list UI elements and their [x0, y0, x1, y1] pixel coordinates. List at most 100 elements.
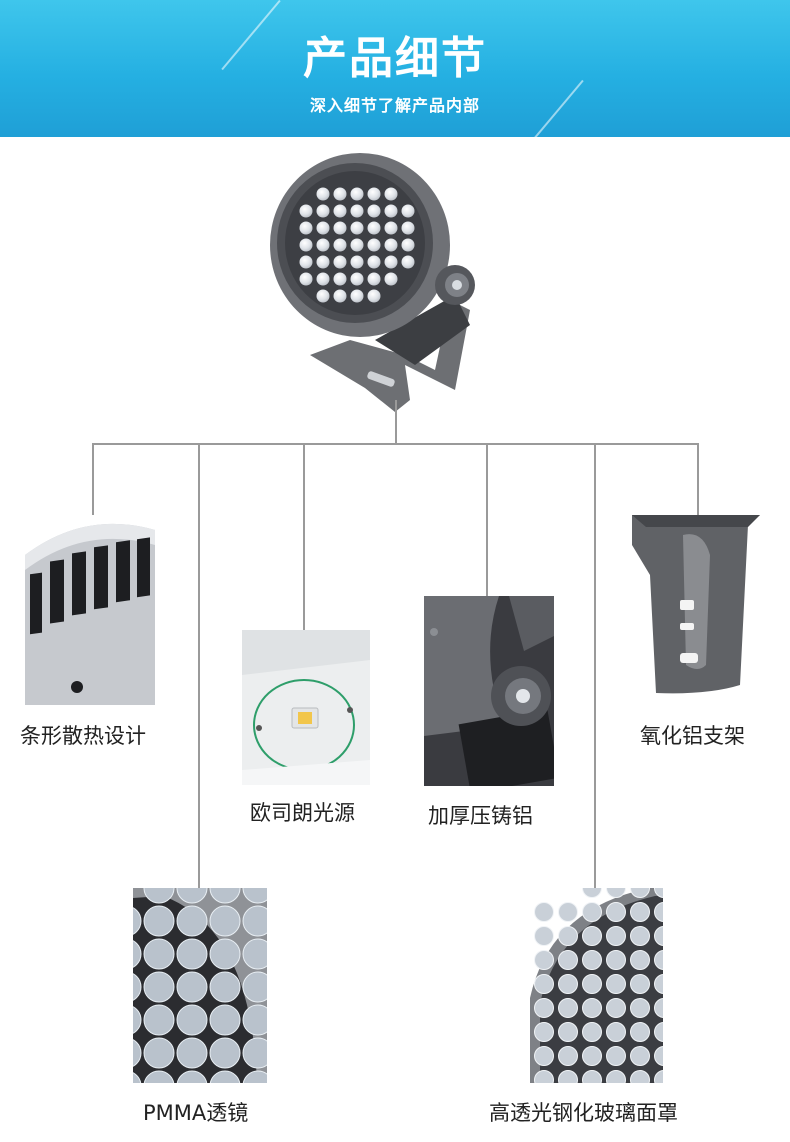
led-dot — [401, 255, 415, 269]
led-dot — [316, 238, 330, 252]
led-dot — [367, 255, 381, 269]
led-dot — [209, 905, 241, 937]
detail-label-die-cast-aluminum: 加厚压铸铝 — [428, 804, 533, 828]
led-dot — [606, 1046, 626, 1066]
connector-line — [92, 443, 699, 445]
led-dot — [133, 907, 142, 935]
led-dot — [242, 971, 267, 1003]
led-dot — [654, 926, 663, 946]
led-dot — [384, 204, 398, 218]
led-dot — [606, 950, 626, 970]
led-dot — [534, 1046, 554, 1066]
led-dot — [630, 926, 650, 946]
led-dot — [606, 998, 626, 1018]
led-dot — [143, 905, 175, 937]
led-dot — [558, 1046, 578, 1066]
led-dot — [367, 221, 381, 235]
led-dot — [582, 950, 602, 970]
led-dot — [242, 1004, 267, 1036]
led-dot — [176, 1004, 208, 1036]
led-dot — [333, 238, 347, 252]
led-dot — [143, 971, 175, 1003]
led-dot — [133, 1006, 142, 1034]
light-source-image — [242, 630, 370, 785]
led-dot — [367, 289, 381, 303]
led-dot — [558, 998, 578, 1018]
led-dot — [367, 272, 381, 286]
led-dot — [176, 905, 208, 937]
led-dot — [384, 221, 398, 235]
led-dot — [242, 905, 267, 937]
led-dot — [558, 1070, 578, 1083]
pmma-lens-image — [133, 888, 267, 1083]
led-dot — [176, 938, 208, 970]
led-dot — [350, 255, 364, 269]
led-dot — [350, 289, 364, 303]
led-dot — [299, 272, 313, 286]
led-dot — [209, 888, 241, 904]
led-dot — [582, 888, 602, 898]
led-dot — [654, 888, 663, 898]
led-dot — [582, 902, 602, 922]
led-dot — [630, 1022, 650, 1042]
led-dot — [582, 926, 602, 946]
led-dot — [384, 238, 398, 252]
led-dot — [384, 187, 398, 201]
led-dot — [176, 888, 208, 904]
led-dot — [630, 902, 650, 922]
header-banner: 产品细节 深入细节了解产品内部 — [0, 0, 790, 137]
led-dot — [316, 204, 330, 218]
led-dot — [350, 221, 364, 235]
connector-line — [697, 443, 699, 515]
connector-line — [198, 443, 200, 888]
led-dot — [534, 926, 554, 946]
led-dot — [654, 1070, 663, 1083]
led-dot — [367, 238, 381, 252]
led-dot — [582, 1022, 602, 1042]
led-dot — [654, 1046, 663, 1066]
led-dot — [316, 221, 330, 235]
led-dot — [316, 272, 330, 286]
led-dot — [654, 974, 663, 994]
led-dot — [133, 1039, 142, 1067]
led-dot — [558, 974, 578, 994]
led-dot — [558, 902, 578, 922]
led-dot — [133, 1072, 142, 1083]
led-dot — [654, 1022, 663, 1042]
detail-label-heat-fin: 条形散热设计 — [20, 724, 146, 748]
led-dot — [582, 1070, 602, 1083]
led-dot — [582, 1046, 602, 1066]
led-dot — [654, 950, 663, 970]
heat-fin-image — [25, 515, 155, 705]
led-dot — [558, 926, 578, 946]
led-dot — [209, 938, 241, 970]
detail-label-glass-cover: 高透光钢化玻璃面罩 — [489, 1101, 678, 1125]
led-dot — [558, 1022, 578, 1042]
led-dot — [133, 973, 142, 1001]
led-dot — [242, 1070, 267, 1083]
led-dot — [143, 1070, 175, 1083]
led-dot — [606, 888, 626, 898]
led-dot — [367, 187, 381, 201]
connector-line — [486, 443, 488, 596]
led-dot — [630, 950, 650, 970]
led-dot — [176, 1070, 208, 1083]
led-dot — [582, 974, 602, 994]
led-dot — [606, 926, 626, 946]
connector-line — [92, 443, 94, 515]
led-dot — [209, 1070, 241, 1083]
page-subtitle: 深入细节了解产品内部 — [309, 96, 480, 115]
detail-label-bracket: 氧化铝支架 — [640, 724, 745, 748]
led-dot — [143, 938, 175, 970]
led-dot — [299, 221, 313, 235]
led-dot — [333, 255, 347, 269]
led-dot — [606, 974, 626, 994]
led-dot — [401, 221, 415, 235]
led-dot — [350, 204, 364, 218]
detail-label-pmma-lens: PMMA透镜 — [143, 1101, 249, 1125]
led-dot — [630, 888, 650, 898]
led-dot — [333, 289, 347, 303]
led-dot — [143, 1004, 175, 1036]
die-cast-aluminum-image — [424, 596, 554, 786]
led-dot — [133, 940, 142, 968]
